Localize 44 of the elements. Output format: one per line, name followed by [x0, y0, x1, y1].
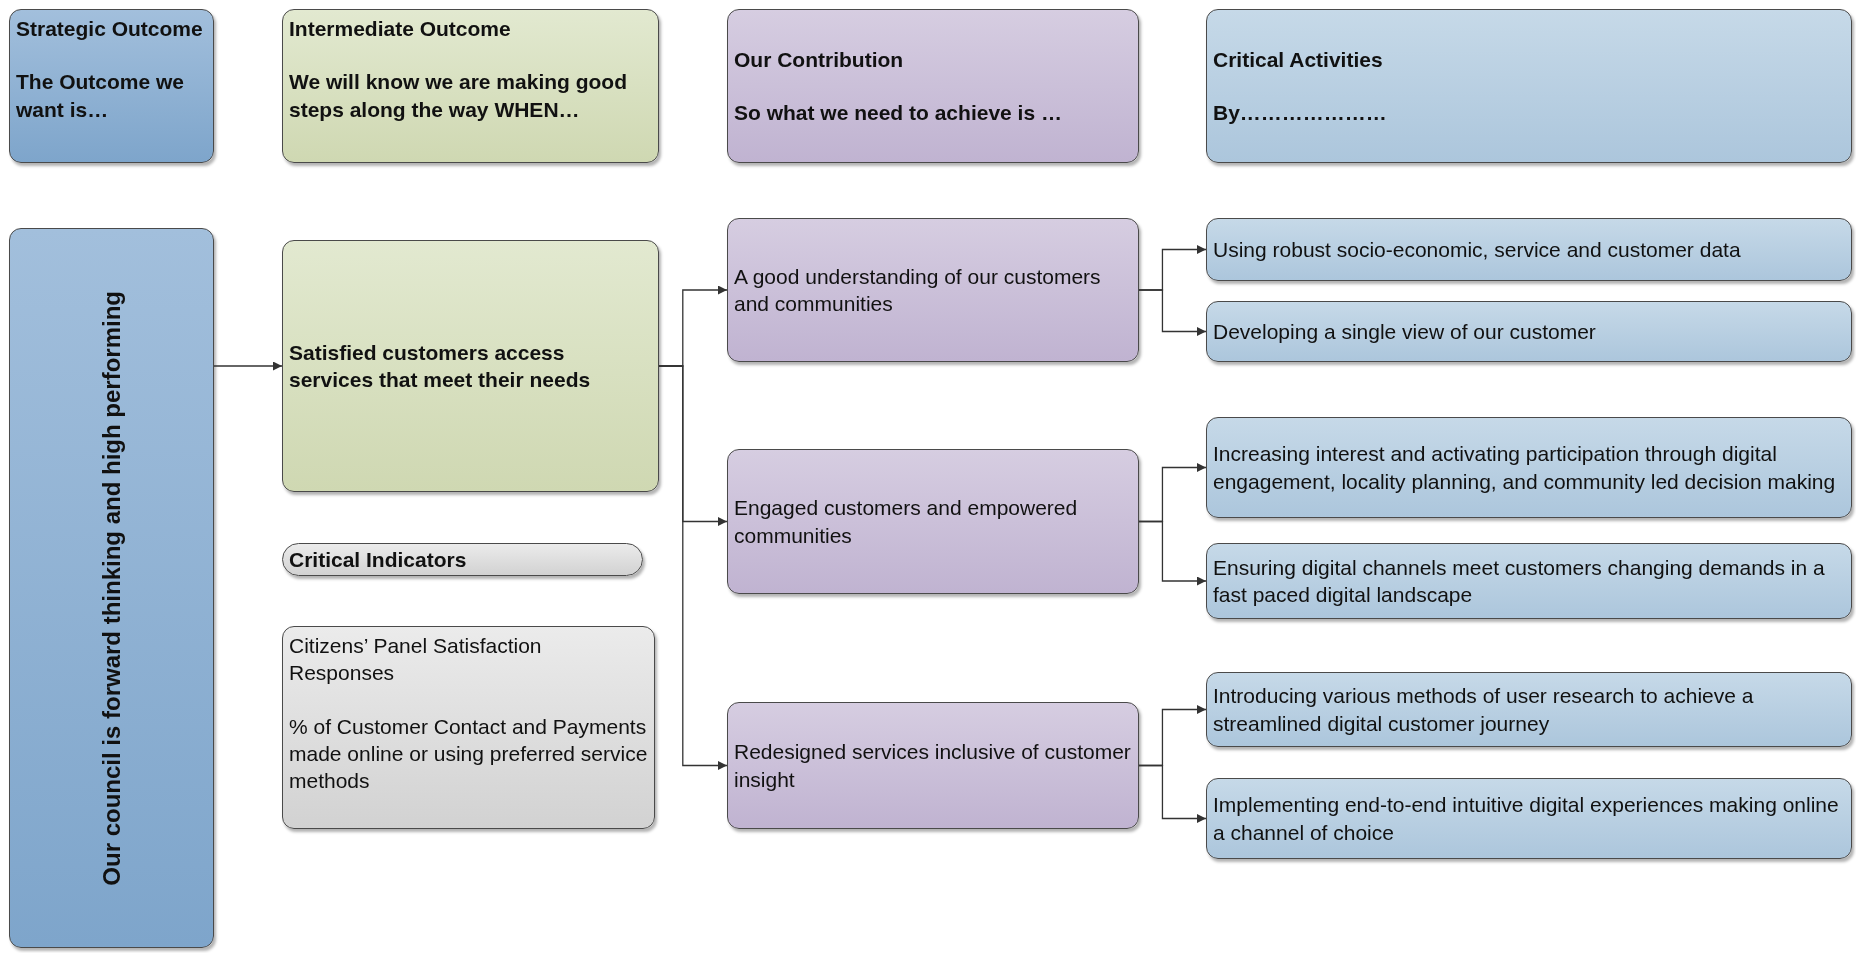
contribution-box	[727, 449, 1139, 594]
body-text: The Outcome we want is…	[16, 69, 186, 123]
connector-arrow	[1138, 764, 1207, 823]
contribution-box	[727, 702, 1139, 829]
activity-box	[1206, 778, 1852, 859]
box-text: Critical Indicators	[289, 546, 468, 573]
indicator-heading-box	[282, 543, 643, 576]
heading-text: Intermediate Outcome	[289, 16, 512, 42]
activity-box	[1206, 672, 1852, 747]
box-text: Using robust socio-economic, service and customer data	[1213, 236, 1742, 263]
header-box	[9, 9, 214, 163]
box-text: Ensuring digital channels meet customers changing demands in a fast paced digital landscape	[1213, 554, 1826, 608]
connector-arrow	[213, 361, 283, 371]
body-text: By…………………	[1213, 100, 1388, 126]
box-text: Introducing various methods of user research to achieve a streamlined digital customer journey	[1213, 683, 1755, 737]
heading-text: Critical Activities	[1213, 46, 1384, 73]
connector-arrow	[1138, 520, 1207, 586]
outcome-box	[282, 240, 659, 492]
box-text: Our council is forward thinking and high performing	[96, 290, 126, 886]
body-text: We will know we are making good steps along the way WHEN…	[289, 69, 628, 123]
activity-box	[1206, 301, 1852, 362]
box-text: Engaged customers and empowered communities	[734, 495, 1079, 549]
header-box	[282, 9, 659, 163]
header-box	[1206, 9, 1852, 163]
body-text: So what we need to achieve is …	[734, 100, 1063, 126]
activity-box	[1206, 218, 1852, 281]
body-text: % of Customer Contact and Payments made online or using preferred service methods	[289, 713, 648, 795]
box-text: Developing a single view of our customer	[1213, 318, 1597, 345]
connector-arrow	[658, 365, 728, 770]
activity-box	[1206, 417, 1852, 518]
activity-box	[1206, 543, 1852, 619]
heading-text: Citizens’ Panel Satisfaction Responses	[289, 633, 543, 687]
header-box	[727, 9, 1139, 163]
box-text: Satisfied customers access services that meet their needs	[289, 339, 592, 393]
box-text: Increasing interest and activating participation through digital engagement, locality planning, and community led decision making	[1213, 441, 1837, 495]
box-text: A good understanding of our customers and communities	[734, 263, 1102, 317]
box-text: Implementing end-to-end intuitive digital experiences making online a channel of choice	[1213, 792, 1840, 846]
box-text: Redesigned services inclusive of customer insight	[734, 739, 1132, 793]
contribution-box	[727, 218, 1139, 362]
outcome-box	[9, 228, 214, 948]
heading-text: Our Contribution	[734, 46, 905, 73]
connector-arrow	[1138, 289, 1207, 336]
indicator-box	[282, 626, 655, 829]
heading-text: Strategic Outcome	[16, 16, 204, 42]
